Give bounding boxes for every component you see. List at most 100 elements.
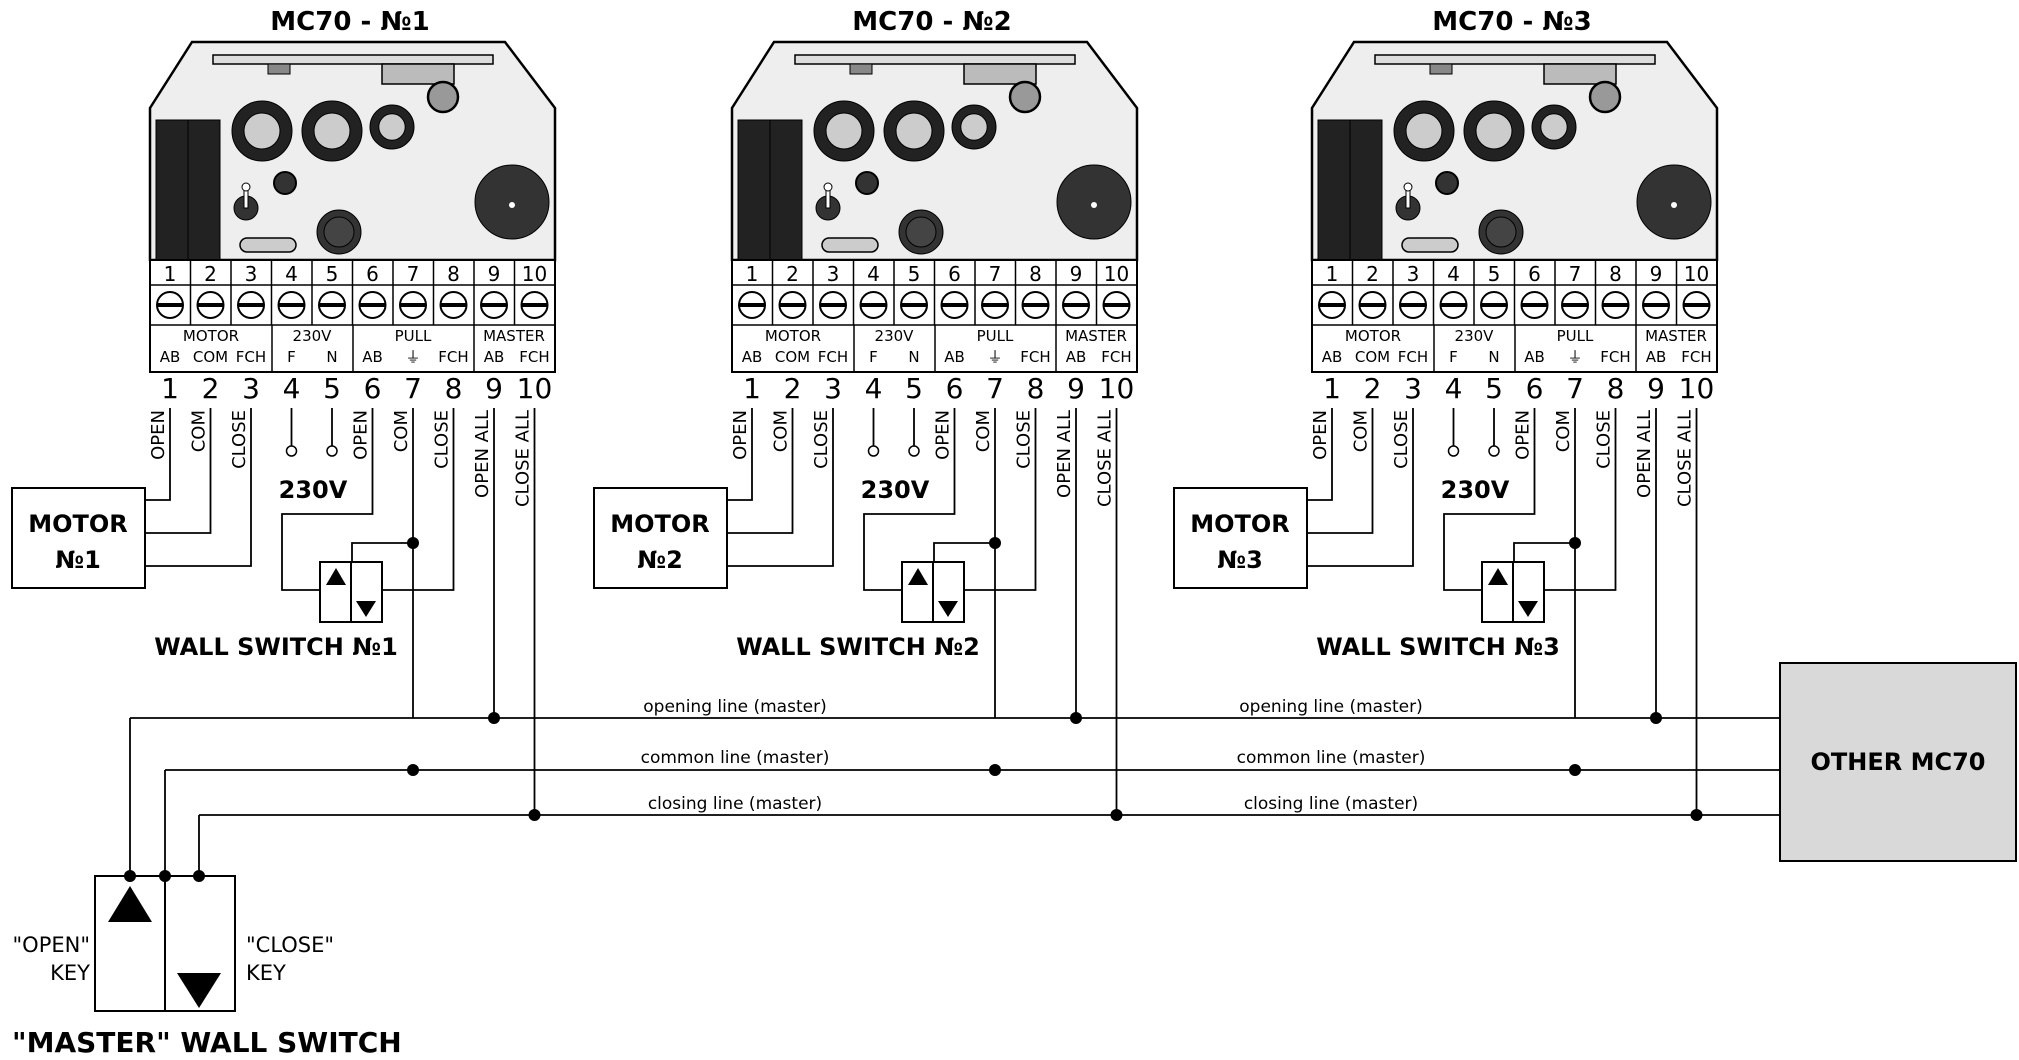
wire-label-open: OPEN [351, 410, 372, 460]
wire-label-close: CLOSE [432, 410, 453, 469]
up-arrow-icon [908, 568, 928, 585]
wire-label-open: OPEN [730, 410, 751, 460]
terminal-sublabel: AB [742, 348, 763, 366]
terminal-sublabel: FCH [1020, 348, 1050, 366]
wire-label-close-all: CLOSE ALL [1675, 410, 1696, 507]
wire-number: 4 [1445, 372, 1463, 405]
terminal-number: 8 [447, 262, 460, 286]
unit-title: MC70 - №3 [1432, 7, 1591, 37]
group-label-230v: 230V [875, 327, 915, 345]
wire-number: 5 [323, 372, 341, 405]
wire-label-com: COM [771, 410, 792, 452]
terminal-number: 10 [1104, 262, 1129, 286]
down-arrow-icon [938, 601, 958, 617]
group-label-230v: 230V [293, 327, 333, 345]
motor-label: №3 [1217, 546, 1263, 574]
wire-number: 9 [1647, 372, 1665, 405]
close-key-label-2: KEY [246, 961, 286, 985]
wire-number: 7 [404, 372, 422, 405]
terminal-sublabel: AB [362, 348, 383, 366]
mc70-unit-3: MC70 - №31AB12COM23FCH34F45N56AB67⏚78FCH… [1173, 7, 1719, 821]
terminal-sublabel: F [1449, 348, 1458, 366]
terminal-sublabel: AB [1322, 348, 1343, 366]
wire-number: 6 [946, 372, 964, 405]
wire-label-com: COM [189, 410, 210, 452]
wire-number: 8 [445, 372, 463, 405]
group-label-motor: MOTOR [765, 327, 821, 345]
opening-line-label: opening line (master) [643, 697, 826, 717]
wire-label-close: CLOSE [229, 410, 250, 469]
terminal-sublabel: N [908, 348, 919, 366]
wire-number: 3 [824, 372, 842, 405]
terminal-sublabel: N [1488, 348, 1499, 366]
unit-title: MC70 - №1 [270, 7, 429, 37]
down-arrow-icon [356, 601, 376, 617]
wire-number: 7 [986, 372, 1004, 405]
terminal-sublabel: COM [1355, 348, 1390, 366]
wire-label-close: CLOSE [1594, 410, 1615, 469]
motor-label: MOTOR [610, 510, 710, 538]
terminal-number: 9 [1650, 262, 1663, 286]
terminal-sublabel: FCH [438, 348, 468, 366]
terminal-number: 10 [1684, 262, 1709, 286]
other-mc70-label: OTHER MC70 [1811, 748, 1986, 776]
group-label-pull: PULL [395, 327, 432, 345]
terminal-sublabel: ⏚ [1567, 348, 1582, 366]
wire-number: 1 [1323, 372, 1341, 405]
wire-number: 10 [517, 372, 553, 405]
wire-number: 2 [1364, 372, 1382, 405]
open-key-label-2: KEY [50, 961, 90, 985]
terminal-number: 3 [245, 262, 258, 286]
wire-number: 6 [1526, 372, 1544, 405]
unit-title: MC70 - №2 [852, 7, 1011, 37]
group-label-motor: MOTOR [183, 327, 239, 345]
terminal-sublabel: FCH [519, 348, 549, 366]
wire-number: 9 [1067, 372, 1085, 405]
terminal-number: 9 [488, 262, 501, 286]
master-bus: opening line (master) opening line (mast… [12, 662, 2017, 1059]
terminal-number: 2 [786, 262, 799, 286]
terminal-number: 1 [746, 262, 759, 286]
wire-label-close: CLOSE [1391, 410, 1412, 469]
terminal-sublabel: COM [193, 348, 228, 366]
terminal-sublabel: FCH [1101, 348, 1131, 366]
wire-label-close: CLOSE [1014, 410, 1035, 469]
opening-line-label-2: opening line (master) [1239, 697, 1422, 717]
wire-number: 9 [485, 372, 503, 405]
terminal-sublabel: F [287, 348, 296, 366]
terminal-number: 6 [366, 262, 379, 286]
terminal-number: 7 [1569, 262, 1582, 286]
wire-label-open: OPEN [933, 410, 954, 460]
wire-number: 7 [1566, 372, 1584, 405]
group-label-motor: MOTOR [1345, 327, 1401, 345]
wire-number: 3 [242, 372, 260, 405]
wire-number: 5 [1485, 372, 1503, 405]
terminal-number: 7 [407, 262, 420, 286]
wire-number: 2 [784, 372, 802, 405]
terminal-number: 4 [1447, 262, 1460, 286]
common-line-label-2: common line (master) [1237, 748, 1426, 768]
wire-label-close-all: CLOSE ALL [513, 410, 534, 507]
motor-box [11, 487, 146, 589]
open-key-label: "OPEN" [13, 933, 91, 957]
wire-label-open: OPEN [1513, 410, 1534, 460]
mc70-unit-2: MC70 - №21AB12COM23FCH34F45N56AB67⏚78FCH… [593, 7, 1139, 821]
wire-number: 5 [905, 372, 923, 405]
terminal-sublabel: AB [160, 348, 181, 366]
wire-label-com: COM [1351, 410, 1372, 452]
motor-label: №1 [55, 546, 101, 574]
close-arrow-icon [177, 973, 221, 1008]
open-arrow-icon [108, 886, 152, 922]
wire-number: 1 [743, 372, 761, 405]
terminal-sublabel: AB [484, 348, 505, 366]
terminal-sublabel: F [869, 348, 878, 366]
wire-number: 1 [161, 372, 179, 405]
wire-label-close: CLOSE [811, 410, 832, 469]
terminal-sublabel: ⏚ [405, 348, 420, 366]
wire-label-com: COM [973, 410, 994, 452]
wire-number: 8 [1027, 372, 1045, 405]
motor-box [593, 487, 728, 589]
terminal-sublabel: FCH [1681, 348, 1711, 366]
terminal-sublabel: FCH [1398, 348, 1428, 366]
wire-number: 3 [1404, 372, 1422, 405]
